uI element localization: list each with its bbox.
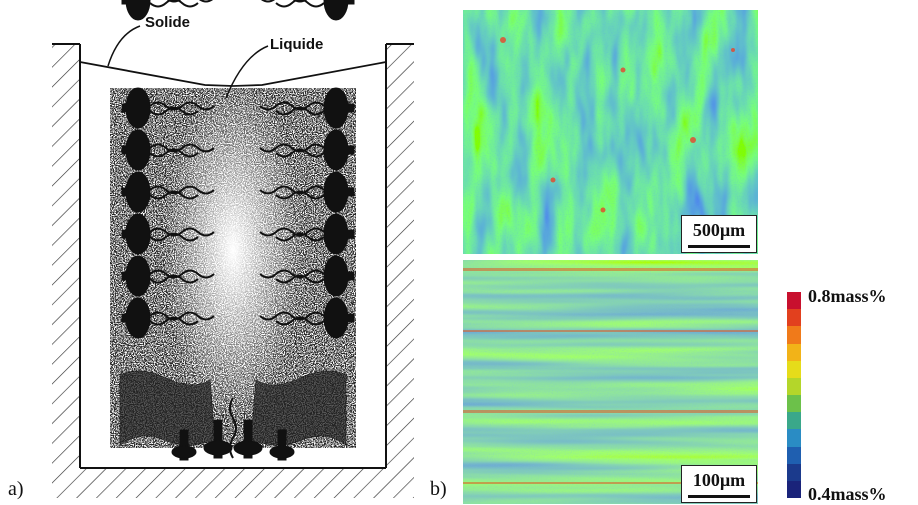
colorbar-segment [787,429,801,447]
colorbar-segment [787,377,801,396]
concentration-colorbar [787,292,801,499]
colorbar-segment [787,360,801,379]
liquid-leader-line [225,45,269,99]
panel-b-label: b) [430,478,447,500]
colorbar-segment [787,292,801,310]
solid-leader-line [107,25,141,67]
mould-wall-left [52,43,81,468]
scale-box-top: 500µm [681,215,757,253]
solid-label: Solide [145,14,191,31]
colorbar-segment [787,446,801,465]
dendrites-left [121,0,215,339]
colorbar-segment [787,463,801,482]
colorbar-segment [787,412,801,430]
colorbar-segment [787,343,801,362]
colorbar-segment [787,480,801,499]
colorbar-segment [787,395,801,413]
mould-bottom [52,467,414,498]
colorbar-segment [787,326,801,344]
dendrites-bottom [119,370,347,461]
segregation-map-bottom: 100µm [463,260,758,504]
dendrites-right [259,0,355,339]
colorbar-min-label: 0.4mass% [808,484,887,504]
scale-bar-bottom [688,495,750,498]
panel-a-label: a) [8,478,24,500]
colorbar-segment [787,309,801,327]
colorbar-max-label: 0.8mass% [808,286,887,306]
segregation-map-top: 500µm [463,10,758,254]
liquid-label: Liquide [270,36,324,53]
scale-label-bottom: 100µm [692,470,746,490]
scale-box-bottom: 100µm [681,465,757,503]
solidification-schematic [52,0,414,498]
mould-wall-right [385,43,414,468]
scale-label-top: 500µm [692,220,746,240]
scale-bar-top [688,245,750,248]
